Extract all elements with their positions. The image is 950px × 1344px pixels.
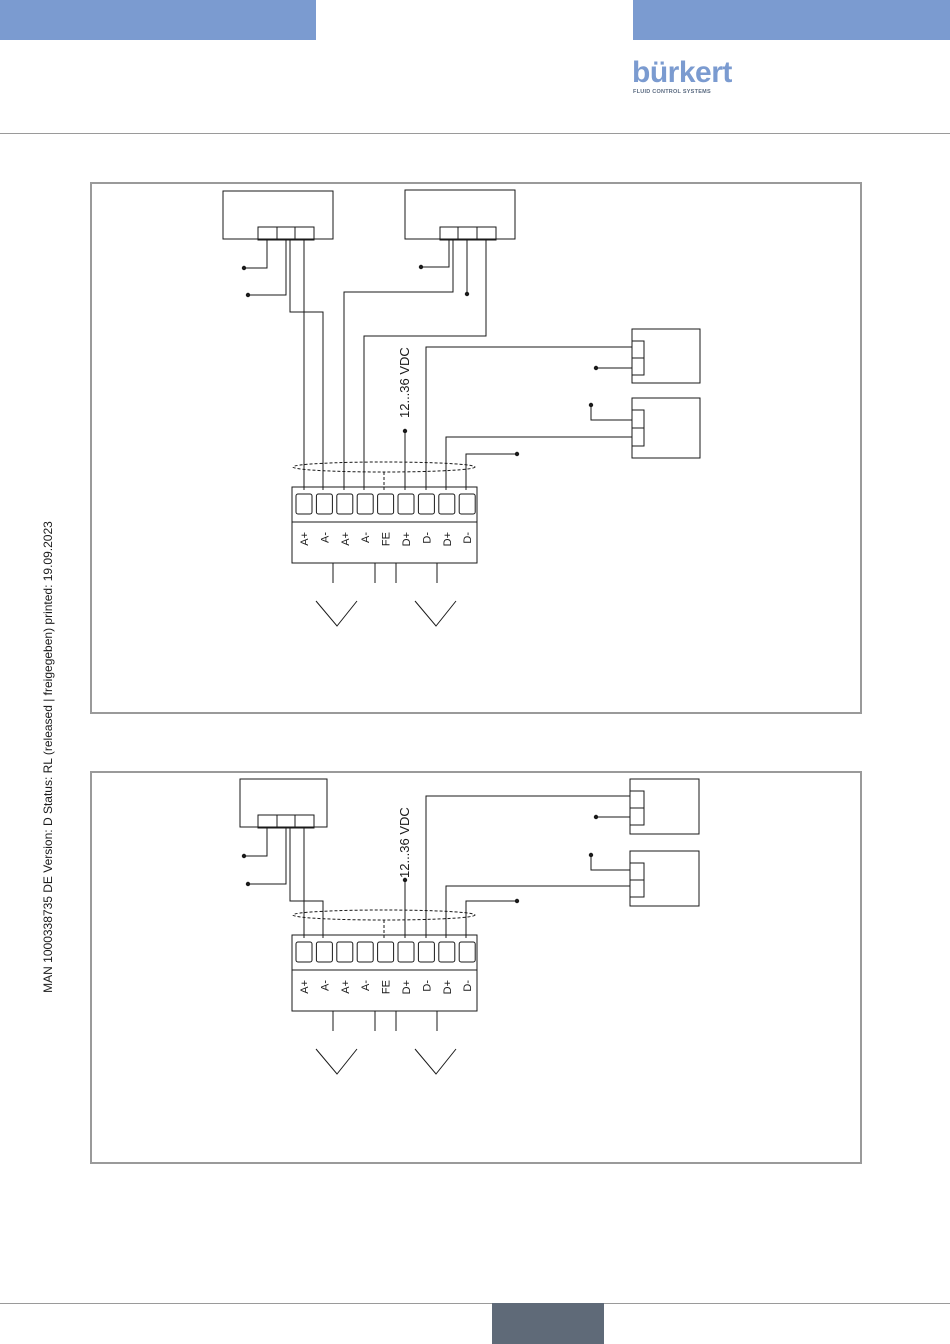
device-box-7 bbox=[630, 851, 699, 906]
top-connection-dot bbox=[419, 265, 423, 269]
top-terminal-cell bbox=[296, 494, 312, 514]
top-terminal-cell bbox=[378, 494, 394, 514]
bottom-terminal-cell bbox=[418, 942, 434, 962]
top-terminal-label: A- bbox=[360, 532, 372, 543]
bottom-terminal-label: A- bbox=[360, 980, 372, 991]
top-terminal-label: FE bbox=[381, 532, 393, 546]
device-box-1 bbox=[223, 191, 333, 239]
terminal-cells-top bbox=[296, 494, 475, 514]
bottom-terminal-cell bbox=[316, 942, 332, 962]
top-connection-dot bbox=[242, 266, 246, 270]
terminal-block-top bbox=[292, 487, 477, 563]
bottom-terminal-label: A+ bbox=[340, 980, 352, 994]
bottom-terminal-label: A+ bbox=[299, 980, 311, 994]
device-box-2 bbox=[405, 190, 515, 239]
bottom-connection-dot bbox=[589, 853, 593, 857]
top-terminal-label: A+ bbox=[299, 532, 311, 546]
top-terminal-label: D+ bbox=[401, 532, 413, 546]
device-2-connector bbox=[440, 227, 496, 240]
bottom-terminal-cell bbox=[398, 942, 414, 962]
terminal-cells-bottom bbox=[296, 942, 475, 962]
bottom-connection-dot bbox=[515, 899, 519, 903]
bottom-terminal-label: D- bbox=[462, 980, 474, 992]
top-terminal-cell bbox=[418, 494, 434, 514]
connection-dots-top bbox=[242, 265, 598, 456]
top-terminal-label: D- bbox=[421, 532, 433, 544]
device-5-connector bbox=[258, 815, 314, 828]
bottom-connection-dot bbox=[594, 815, 598, 819]
bottom-connection-dot bbox=[246, 882, 250, 886]
top-terminal-cell bbox=[439, 494, 455, 514]
device-box-6 bbox=[630, 779, 699, 834]
top-connection-dot bbox=[589, 403, 593, 407]
bottom-terminal-cell bbox=[459, 942, 475, 962]
top-terminal-cell bbox=[337, 494, 353, 514]
bottom-terminal-label: D- bbox=[421, 980, 433, 992]
bottom-terminal-cell bbox=[337, 942, 353, 962]
top-connection-dot bbox=[594, 366, 598, 370]
bottom-terminal-label: A- bbox=[319, 980, 331, 991]
top-terminal-label: D- bbox=[462, 532, 474, 544]
top-terminal-label: A+ bbox=[340, 532, 352, 546]
top-terminal-cell bbox=[398, 494, 414, 514]
top-terminal-cell bbox=[316, 494, 332, 514]
top-terminal-cell bbox=[459, 494, 475, 514]
device-1-connector bbox=[258, 227, 314, 240]
voltage-label-bottom: 12...36 VDC bbox=[397, 807, 412, 878]
terminal-labels-bottom: A+ A- A+ A- FE D+ D- D+ D- bbox=[299, 980, 474, 995]
bottom-terminal-label: FE bbox=[381, 980, 393, 994]
voltage-label-top: 12...36 VDC bbox=[397, 347, 412, 418]
terminal-block-bottom bbox=[292, 935, 477, 1011]
top-terminal-label: D+ bbox=[442, 532, 454, 546]
bottom-terminal-cell bbox=[296, 942, 312, 962]
top-terminal-label: A- bbox=[319, 532, 331, 543]
bottom-terminal-cell bbox=[439, 942, 455, 962]
diagram-top-lines bbox=[223, 190, 700, 626]
bottom-connection-dot bbox=[242, 854, 246, 858]
bottom-terminal-cell bbox=[378, 942, 394, 962]
top-connection-dot bbox=[515, 452, 519, 456]
diagram-bottom-lines bbox=[240, 779, 699, 1074]
bottom-terminal-label: D+ bbox=[442, 980, 454, 994]
top-terminal-cell bbox=[357, 494, 373, 514]
top-connection-dot bbox=[403, 429, 407, 433]
top-connection-dot bbox=[246, 293, 250, 297]
terminal-labels-top: A+ A- A+ A- FE D+ D- D+ D- bbox=[299, 532, 474, 547]
bottom-terminal-cell bbox=[357, 942, 373, 962]
bottom-terminal-label: D+ bbox=[401, 980, 413, 994]
top-connection-dot bbox=[465, 292, 469, 296]
